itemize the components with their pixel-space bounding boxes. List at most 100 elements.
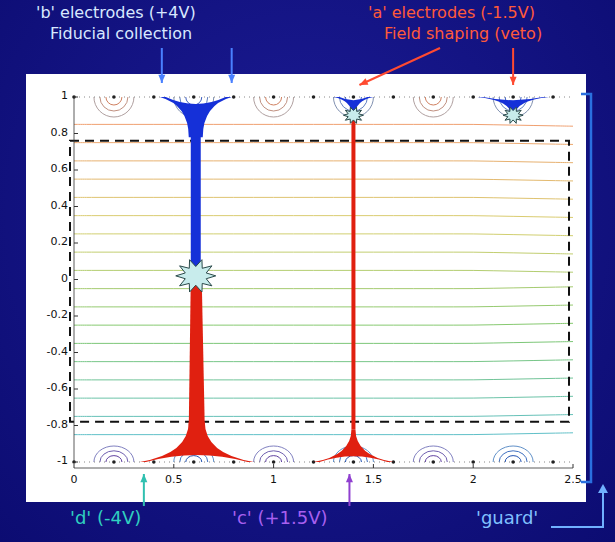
electrode-label: 'b' electrodes (+4V) <box>36 4 196 22</box>
contour-line <box>74 197 573 199</box>
contour-arc <box>100 97 128 111</box>
contour-line <box>74 342 573 344</box>
contour-line <box>74 270 573 272</box>
electrode-label: 'a' electrodes (-1.5V) <box>368 4 535 22</box>
tick-mark <box>74 464 75 468</box>
tick-mark <box>74 316 78 317</box>
electrode-dot <box>471 460 475 464</box>
contour-arc <box>413 97 453 117</box>
guard-leader <box>551 492 603 527</box>
tick-mark <box>74 97 78 98</box>
electrode-dot <box>352 460 356 464</box>
tick-label: 1 <box>270 474 277 486</box>
electrode-dot <box>112 95 116 99</box>
leader-arrow-head <box>140 474 147 482</box>
electrode-label: Field shaping (veto) <box>384 25 542 43</box>
contour-line <box>74 143 573 145</box>
electrode-dot <box>551 95 555 99</box>
tick-mark <box>273 464 274 468</box>
tick-label: -0.6 <box>47 382 68 394</box>
tick-label: 2 <box>470 474 477 486</box>
contour-line <box>74 323 573 325</box>
electrode-dot <box>152 95 156 99</box>
electrode-dot <box>112 460 116 464</box>
tick-mark <box>74 206 78 207</box>
contour-line <box>74 287 573 289</box>
contour-line <box>74 234 573 236</box>
contour-arc <box>493 446 533 462</box>
electron-track <box>191 134 201 276</box>
contour-arc <box>94 446 134 462</box>
guard-bracket <box>581 94 591 482</box>
contour-line <box>74 396 573 398</box>
contour-arc <box>419 97 447 111</box>
electrode-dot <box>192 460 196 464</box>
contour-arc <box>413 446 453 462</box>
tick-label: 0.8 <box>51 127 69 139</box>
leader-arrow-head <box>158 75 165 83</box>
contour-line <box>74 433 573 435</box>
tick-mark <box>74 389 78 390</box>
leader-arrow-head <box>359 78 368 85</box>
electrode-dot <box>551 460 555 464</box>
tick-label: 0.6 <box>51 163 69 175</box>
tick-mark <box>74 279 78 280</box>
tick-mark <box>74 352 78 353</box>
contour-line <box>74 179 573 181</box>
electrode-row <box>74 462 573 463</box>
tick-label: -0.8 <box>47 419 68 431</box>
tick-label: 0.4 <box>51 200 69 212</box>
tick-label: -0.4 <box>47 346 68 358</box>
electrode-dot <box>232 460 236 464</box>
tick-label: 0 <box>61 273 68 285</box>
tick-mark <box>173 464 174 468</box>
contour-line <box>74 415 573 417</box>
contour-line <box>74 378 573 380</box>
contour-line <box>74 124 573 126</box>
contour-line <box>74 305 573 307</box>
interaction-starburst <box>503 107 523 123</box>
electrode-label: 'd' (-4V) <box>70 508 141 528</box>
tick-label: -0.2 <box>47 309 68 321</box>
interaction-starburst <box>176 260 216 292</box>
tick-mark <box>74 133 78 134</box>
electrode-dot <box>192 95 196 99</box>
charge-fork <box>140 422 254 462</box>
electrode-dot <box>511 460 515 464</box>
contour-arc <box>94 97 134 117</box>
contour-line <box>74 360 573 362</box>
tick-label: 1 <box>61 90 68 102</box>
electrode-dot <box>431 95 435 99</box>
electrode-label: Fiducial collection <box>50 25 192 43</box>
tick-mark <box>74 425 78 426</box>
electrode-dot <box>232 95 236 99</box>
contour-line <box>74 161 573 163</box>
electrode-label: 'c' (+1.5V) <box>232 508 328 528</box>
hole-track <box>351 115 355 429</box>
leader-arrow-head <box>228 75 235 83</box>
tick-mark <box>573 464 574 468</box>
hole-track <box>189 280 205 426</box>
interaction-starburst <box>343 107 363 123</box>
tick-mark <box>74 243 78 244</box>
electrode-row <box>74 97 573 98</box>
tick-mark <box>74 170 78 171</box>
charge-fork <box>160 97 232 137</box>
electrode-dot <box>431 460 435 464</box>
electrode-label: 'guard' <box>476 508 538 528</box>
electrode-dot <box>352 95 356 99</box>
tick-mark <box>373 464 374 468</box>
tick-mark <box>473 464 474 468</box>
contour-line <box>74 252 573 254</box>
electrode-dot <box>312 95 316 99</box>
electrode-dot <box>272 460 276 464</box>
guard-leader-head <box>598 484 608 493</box>
electrode-dot <box>471 95 475 99</box>
tick-label: 0.2 <box>51 236 69 248</box>
leader-arrow-head <box>346 474 353 482</box>
electrode-dot <box>511 95 515 99</box>
plot-ground <box>26 74 586 502</box>
contour-arc <box>260 97 288 111</box>
tick-label: 1.5 <box>365 474 383 486</box>
